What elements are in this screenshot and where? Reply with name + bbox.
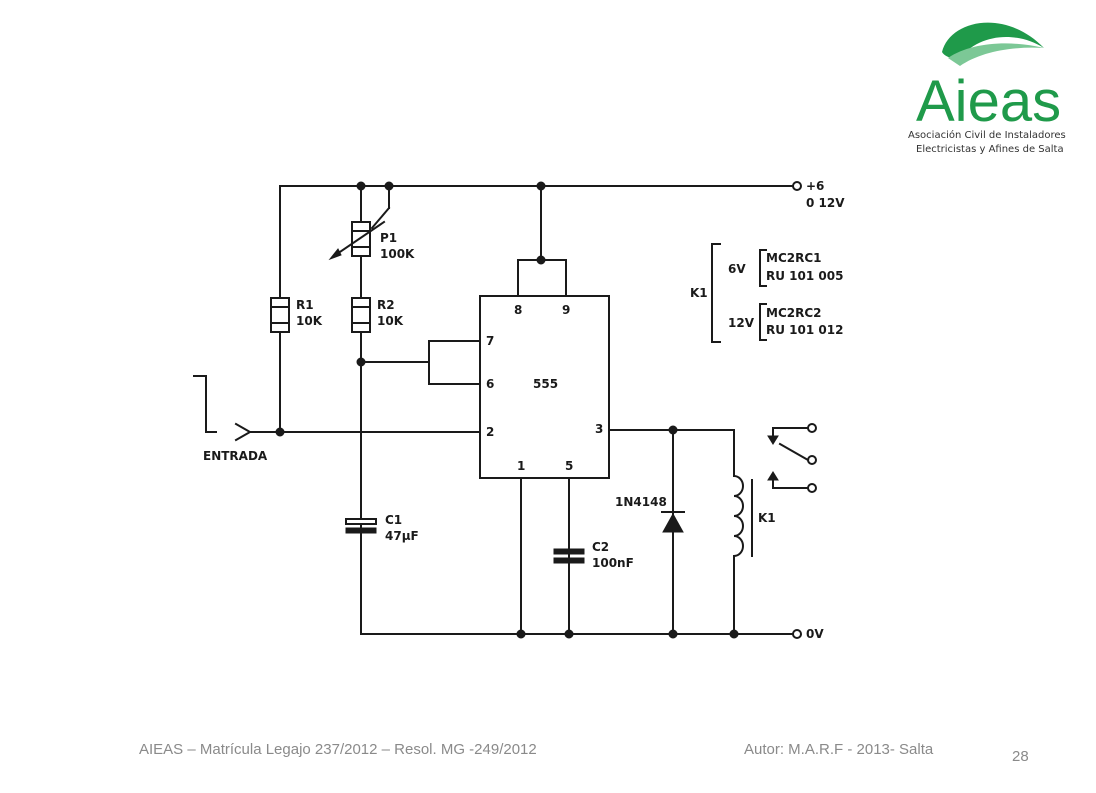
ic-555: 555 8 9 7 6 2 3 1 5 — [479, 295, 610, 479]
r2-name: R2 — [377, 298, 395, 312]
logo-leaf-icon — [942, 22, 1044, 60]
footer-left-text: AIEAS – Matrícula Legajo 237/2012 – Reso… — [139, 741, 537, 758]
resistor-r1: R1 10K — [270, 297, 323, 333]
aieas-logo: Aieas Asociación Civil de Instaladores E… — [908, 22, 1066, 155]
ground-terminal: 0V — [792, 627, 824, 641]
diode-1n4148: 1N4148 — [615, 495, 685, 533]
relay-coil-k1: K1 — [732, 474, 776, 558]
potentiometer-p1: P1 100K — [328, 220, 415, 261]
r1-value: 10K — [296, 314, 323, 328]
logo-title: Aieas — [916, 69, 1061, 134]
input-label: ENTRADA — [203, 449, 268, 463]
r1-name: R1 — [296, 298, 314, 312]
p1-name: P1 — [380, 231, 397, 245]
ic-label: 555 — [533, 377, 558, 391]
capacitor-c1: C1 47µF — [345, 513, 419, 543]
junction-dots — [275, 181, 739, 639]
capacitor-c2: C2 100nF — [553, 540, 634, 570]
logo-subtitle-line1: Asociación Civil de Instaladores — [908, 129, 1066, 141]
pin-2: 2 — [486, 425, 494, 439]
pin-8: 8 — [514, 303, 522, 317]
page-number: 28 — [1012, 748, 1029, 765]
relay-contacts — [767, 423, 817, 493]
c2-name: C2 — [592, 540, 609, 554]
relay-row-1-code: RU 101 005 — [766, 269, 843, 283]
input-signal: ENTRADA — [193, 375, 268, 463]
pin-5: 5 — [565, 459, 573, 473]
c1-name: C1 — [385, 513, 402, 527]
c2-value: 100nF — [592, 556, 634, 570]
relay-row-2-model: MC2RC2 — [766, 306, 822, 320]
ground-label: 0V — [806, 627, 824, 641]
pin-3: 3 — [595, 422, 603, 436]
pin-7: 7 — [486, 334, 494, 348]
p1-value: 100K — [380, 247, 415, 261]
supply-label-1: +6 — [806, 179, 824, 193]
relay-row-2-voltage: 12V — [728, 316, 755, 330]
pin-1: 1 — [517, 459, 525, 473]
pin-9: 9 — [562, 303, 570, 317]
pin-6: 6 — [486, 377, 494, 391]
relay-table: K1 6V MC2RC1 RU 101 005 12V MC2RC2 RU 10… — [690, 243, 843, 343]
relay-row-2-code: RU 101 012 — [766, 323, 843, 337]
supply-label-2: 0 12V — [806, 196, 845, 210]
r2-value: 10K — [377, 314, 404, 328]
resistor-r2: R2 10K — [351, 297, 404, 333]
supply-terminal: +6 0 12V — [792, 179, 845, 210]
c1-value: 47µF — [385, 529, 419, 543]
footer-right-text: Autor: M.A.R.F - 2013- Salta — [744, 741, 934, 758]
relay-row-1-model: MC2RC1 — [766, 251, 822, 265]
coil-label: K1 — [758, 511, 776, 525]
logo-subtitle-line2: Electricistas y Afines de Salta — [916, 144, 1064, 155]
diode-label: 1N4148 — [615, 495, 667, 509]
relay-table-label: K1 — [690, 286, 708, 300]
relay-row-1-voltage: 6V — [728, 262, 746, 276]
